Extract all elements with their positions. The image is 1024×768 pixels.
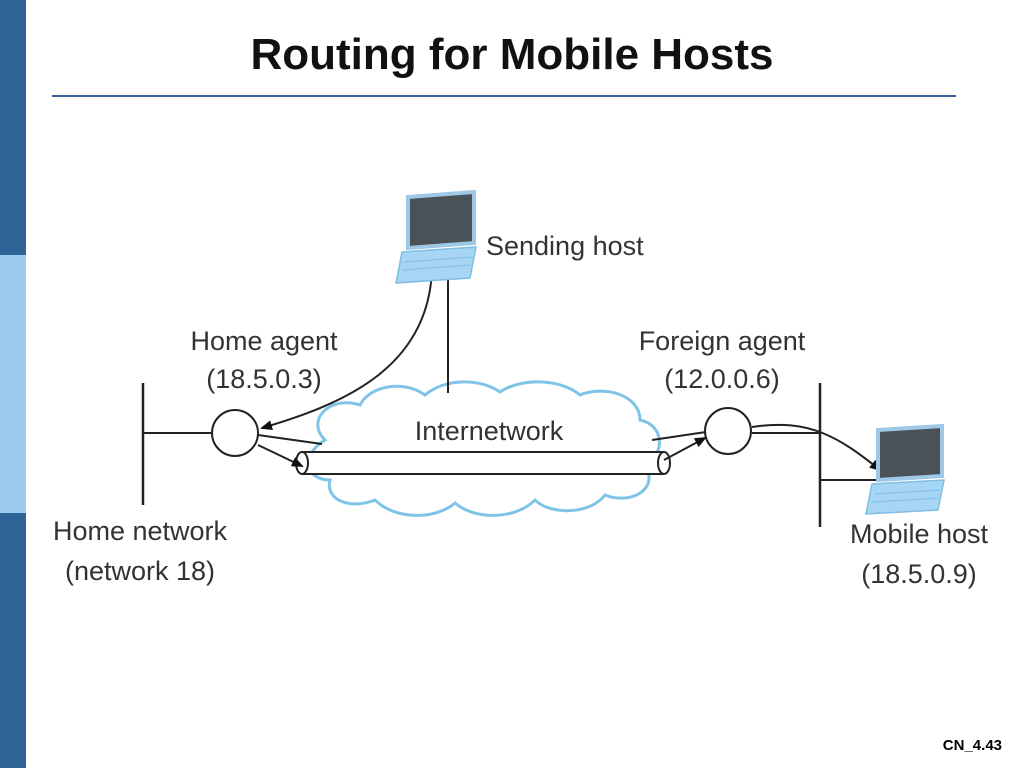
foreign-agent-label: Foreign agent [639, 326, 806, 356]
internetwork-cloud [307, 380, 661, 517]
mobile-host-ip: (18.5.0.9) [861, 559, 977, 589]
internetwork-label: Internetwork [415, 416, 564, 446]
home-agent-cloud-link [257, 434, 323, 445]
sidebar-segment-bottom [0, 513, 26, 768]
home-agent-ip: (18.5.0.3) [206, 364, 322, 394]
home-network-label: Home network [53, 516, 228, 546]
sidebar-segment-top [0, 0, 26, 255]
slide-sidebar [0, 0, 26, 768]
tunnel-pipe [295, 451, 671, 475]
sending-host-label: Sending host [486, 231, 644, 261]
home-network-sub: (network 18) [65, 556, 215, 586]
slide-title: Routing for Mobile Hosts [250, 30, 774, 79]
foreign-agent-ip: (12.0.0.6) [664, 364, 780, 394]
mobile-host-label: Mobile host [850, 519, 989, 549]
home-agent-label: Home agent [190, 326, 338, 356]
mobile-host-laptop-icon [865, 423, 945, 515]
arrow-tunnel-top-to-foreign-agent [651, 431, 707, 441]
arrow-home-agent-into-tunnel [257, 444, 304, 467]
home-agent-node [211, 409, 259, 457]
sending-host-laptop-icon [395, 189, 477, 284]
arrow-tunnel-to-foreign-agent [663, 437, 707, 461]
slide-number: CN_4.43 [942, 737, 1002, 754]
foreign-agent-node [704, 407, 752, 455]
arrow-foreign-agent-to-mobile-host [751, 423, 882, 472]
title-underline [52, 95, 956, 97]
arrow-sender-to-home-agent [260, 269, 433, 430]
sidebar-segment-middle [0, 255, 26, 513]
